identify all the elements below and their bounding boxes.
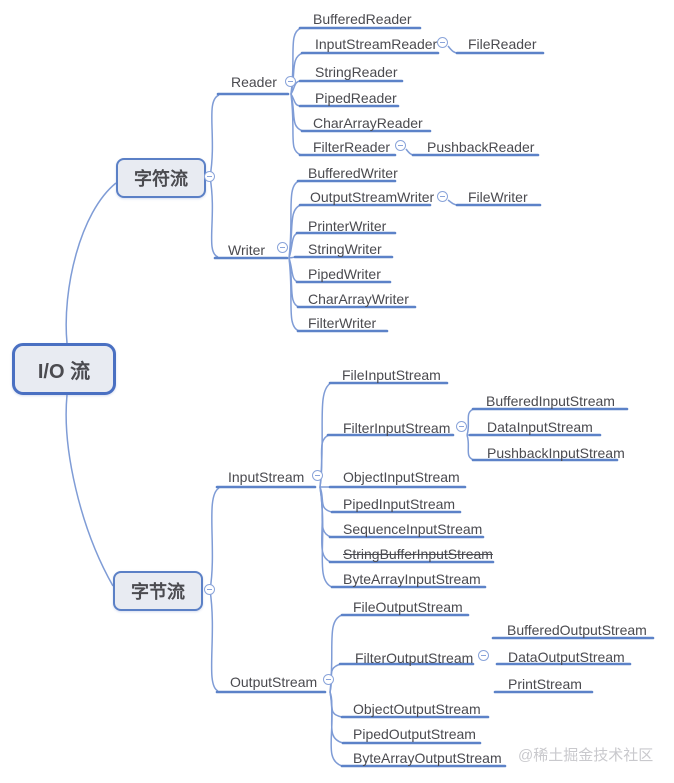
node-buffered-input-stream[interactable]: BufferedInputStream bbox=[486, 393, 615, 409]
node-piped-writer[interactable]: PipedWriter bbox=[308, 266, 381, 282]
node-printer-writer[interactable]: PrinterWriter bbox=[308, 218, 387, 234]
minus-icon bbox=[440, 42, 445, 43]
node-pushback-reader[interactable]: PushbackReader bbox=[427, 139, 535, 155]
node-string-buffer-input-stream[interactable]: StringBufferInputStream bbox=[343, 546, 493, 562]
node-filter-writer[interactable]: FilterWriter bbox=[308, 315, 377, 331]
node-filter-output-stream[interactable]: FilterOutputStream bbox=[355, 650, 474, 666]
node-buffered-writer[interactable]: BufferedWriter bbox=[308, 165, 398, 181]
collapse-button-byte-stream[interactable] bbox=[204, 584, 215, 595]
watermark: @稀土掘金技术社区 bbox=[518, 747, 654, 764]
node-piped-reader[interactable]: PipedReader bbox=[315, 90, 397, 106]
minus-icon bbox=[481, 655, 486, 656]
minus-icon bbox=[288, 81, 293, 82]
node-writer[interactable]: Writer bbox=[228, 242, 266, 258]
collapse-button-input-stream-reader[interactable] bbox=[437, 37, 448, 48]
minus-icon bbox=[280, 247, 285, 248]
collapse-button-input-stream[interactable] bbox=[312, 470, 323, 481]
node-file-reader[interactable]: FileReader bbox=[468, 36, 537, 52]
node-file-writer[interactable]: FileWriter bbox=[468, 189, 528, 205]
minus-icon bbox=[440, 196, 445, 197]
minus-icon bbox=[326, 679, 331, 680]
node-input-stream-reader[interactable]: InputStreamReader bbox=[315, 36, 438, 52]
node-buffered-reader[interactable]: BufferedReader bbox=[313, 11, 412, 27]
minus-icon bbox=[315, 475, 320, 476]
minus-icon bbox=[207, 589, 212, 590]
node-reader[interactable]: Reader bbox=[231, 74, 277, 90]
collapse-button-output-stream[interactable] bbox=[323, 674, 334, 685]
node-string-reader[interactable]: StringReader bbox=[315, 64, 398, 80]
node-print-stream[interactable]: PrintStream bbox=[508, 676, 582, 692]
node-piped-input-stream[interactable]: PipedInputStream bbox=[343, 496, 456, 512]
collapse-button-output-stream-writer[interactable] bbox=[437, 191, 448, 202]
node-filter-reader[interactable]: FilterReader bbox=[313, 139, 391, 155]
collapse-button-writer[interactable] bbox=[277, 242, 288, 253]
collapse-button-filter-output-stream[interactable] bbox=[478, 650, 489, 661]
node-data-input-stream[interactable]: DataInputStream bbox=[487, 419, 593, 435]
node-byte-array-output-stream[interactable]: ByteArrayOutputStream bbox=[353, 750, 502, 766]
node-data-output-stream[interactable]: DataOutputStream bbox=[508, 649, 625, 665]
node-file-output-stream[interactable]: FileOutputStream bbox=[353, 599, 463, 615]
minus-icon bbox=[398, 145, 403, 146]
node-char-array-reader[interactable]: CharArrayReader bbox=[313, 115, 423, 131]
node-sequence-input-stream[interactable]: SequenceInputStream bbox=[343, 521, 483, 537]
minus-icon bbox=[459, 426, 464, 427]
collapse-button-filter-reader[interactable] bbox=[395, 140, 406, 151]
node-byte-stream[interactable]: 字节流 bbox=[113, 571, 203, 611]
node-root-io-stream[interactable]: I/O 流 bbox=[12, 343, 116, 395]
collapse-button-reader[interactable] bbox=[285, 76, 296, 87]
collapse-button-char-stream[interactable] bbox=[204, 171, 215, 182]
node-string-writer[interactable]: StringWriter bbox=[308, 241, 382, 257]
minus-icon bbox=[207, 176, 212, 177]
node-file-input-stream[interactable]: FileInputStream bbox=[342, 367, 441, 383]
node-pushback-input-stream[interactable]: PushbackInputStream bbox=[487, 445, 625, 461]
node-buffered-output-stream[interactable]: BufferedOutputStream bbox=[507, 622, 647, 638]
node-object-input-stream[interactable]: ObjectInputStream bbox=[343, 469, 460, 485]
branch-curves bbox=[65, 27, 475, 767]
node-output-stream[interactable]: OutputStream bbox=[230, 674, 318, 690]
node-char-array-writer[interactable]: CharArrayWriter bbox=[308, 291, 409, 307]
node-input-stream[interactable]: InputStream bbox=[228, 469, 305, 485]
node-output-stream-writer[interactable]: OutputStreamWriter bbox=[310, 189, 435, 205]
node-underlines bbox=[213, 26, 655, 768]
node-char-stream[interactable]: 字符流 bbox=[116, 158, 206, 198]
node-byte-array-input-stream[interactable]: ByteArrayInputStream bbox=[343, 571, 481, 587]
node-filter-input-stream[interactable]: FilterInputStream bbox=[343, 420, 451, 436]
node-piped-output-stream[interactable]: PipedOutputStream bbox=[353, 726, 476, 742]
collapse-button-filter-input-stream[interactable] bbox=[456, 421, 467, 432]
node-object-output-stream[interactable]: ObjectOutputStream bbox=[353, 701, 481, 717]
